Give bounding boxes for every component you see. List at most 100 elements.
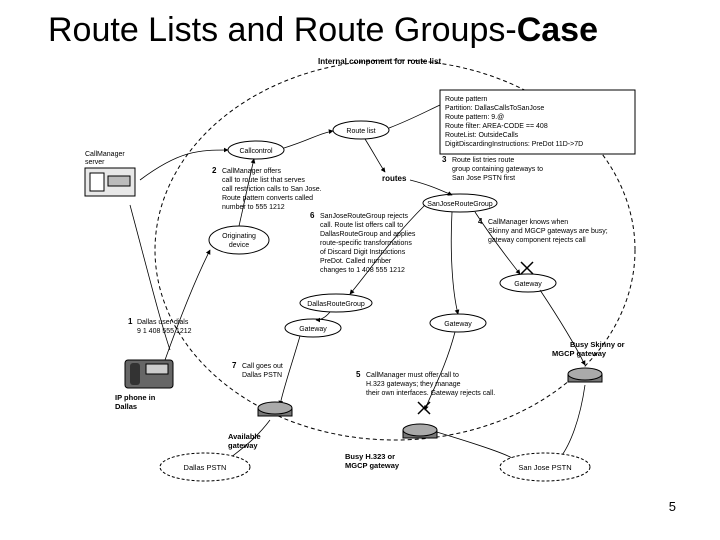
- link-h323-to-sanjose-pstn: [429, 429, 516, 461]
- arrow-device-to-callcontrol: [238, 158, 256, 227]
- routes-label: routes: [382, 174, 407, 183]
- arrow-routelist-to-routes: [364, 138, 386, 173]
- route-pattern-line: Route pattern: [445, 96, 488, 103]
- step-text: CallManager knows when: [488, 219, 568, 226]
- route-pattern-line: Route filter: AREA-CODE == 408: [445, 123, 548, 130]
- originating-device-label: Originating: [222, 233, 256, 240]
- rejected-x-icon: [417, 401, 431, 415]
- arrow-phone-to-device: [164, 249, 211, 361]
- arrow-sanjose-to-gateway-mid: [450, 211, 460, 315]
- rejected-x-icon: [520, 261, 534, 275]
- dallas-pstn-label: Dallas PSTN: [184, 463, 227, 472]
- arrow-gateway-to-h323: [424, 331, 456, 411]
- arrow-server-to-callcontrol: [139, 147, 229, 181]
- arrow-sanjose-to-dallas-group: [349, 204, 426, 295]
- step-text: San Jose PSTN first: [452, 175, 515, 182]
- step-1-note: 1 Dallas user dials 9 1 408 555 1212: [128, 317, 192, 335]
- step-6-note: 6 SanJoseRouteGroup rejects call. Route …: [310, 211, 416, 274]
- flow-arrows: [129, 104, 586, 461]
- gateway-mid-node: Gateway: [429, 313, 487, 333]
- busy-skinny-label: Busy Skinny or: [570, 340, 625, 349]
- step-text: group containing gateways to: [452, 166, 543, 173]
- callcontrol-label: Callcontrol: [239, 148, 273, 155]
- route-pattern-line: Route pattern: 9.@: [445, 114, 504, 121]
- step-text: Skinny and MGCP gateways are busy;: [488, 228, 608, 235]
- step-number: 4: [478, 217, 483, 226]
- link-skinny-to-sanjose-pstn: [559, 384, 586, 459]
- step-text: call to route list that serves: [222, 177, 305, 184]
- arrow-gateway-to-available: [278, 335, 301, 406]
- step-text: SanJoseRouteGroup rejects: [320, 213, 408, 220]
- arrow-routes-to-sanjose: [409, 179, 453, 196]
- route-list-label: Route list: [346, 128, 375, 135]
- step-4-note: 4 CallManager knows when Skinny and MGCP…: [478, 217, 608, 244]
- step-text: Route pattern converts called: [222, 195, 313, 202]
- sanjose-pstn-cloud: San Jose PSTN: [499, 452, 591, 482]
- arrow-server-to-phone: [129, 204, 171, 351]
- busy-skinny-router-icon: Busy Skinny or MGCP gateway: [552, 340, 625, 383]
- diagram-title: Internal component for route list: [318, 57, 441, 66]
- step-text: CallManager must offer call to: [366, 372, 459, 379]
- step-text: CallManager offers: [222, 168, 282, 175]
- step-text: Call goes out: [242, 363, 283, 370]
- gateway-right-label: Gateway: [514, 281, 542, 288]
- ip-phone-label: IP phone in: [115, 393, 156, 402]
- step-text: call restriction calls to San Jose.: [222, 186, 322, 193]
- ip-phone-icon: IP phone in Dallas: [115, 359, 174, 411]
- slide-title-text: Route Lists and Route Groups-: [48, 11, 517, 49]
- step-text: changes to 1 408 555 1212: [320, 267, 405, 274]
- arrow-routelist-to-pattern: [388, 104, 441, 129]
- step-number: 2: [212, 166, 217, 175]
- step-text: their own interfaces. Gateway rejects ca…: [366, 390, 495, 397]
- step-number: 1: [128, 317, 133, 326]
- step-5-note: 5 CallManager must offer call to H.323 g…: [356, 370, 495, 397]
- step-text: of Discard Digit Instructions: [320, 249, 406, 256]
- busy-h323-label: Busy H.323 or: [345, 452, 395, 461]
- route-pattern-line: RouteList: OutsideCalls: [445, 132, 519, 139]
- sanjose-route-group-node: SanJoseRouteGroup: [422, 193, 498, 213]
- step-number: 5: [356, 370, 361, 379]
- arrow-sanjose-to-gateway-right: [474, 211, 521, 275]
- ip-phone-label: Dallas: [115, 402, 137, 411]
- callmanager-server-label: CallManager: [85, 151, 125, 158]
- available-gateway-label: Available: [228, 432, 261, 441]
- gateway-left-node: Gateway: [284, 318, 342, 338]
- step-text: PreDot. Called number: [320, 258, 392, 265]
- available-gateway-label: gateway: [228, 441, 258, 450]
- step-number: 3: [442, 155, 447, 164]
- page-number: 5: [668, 499, 676, 514]
- dallas-route-group-node: DallasRouteGroup: [299, 293, 373, 313]
- step-text: route-specific transformations: [320, 240, 412, 247]
- step-number: 7: [232, 361, 237, 370]
- step-2-note: 2 CallManager offers call to route list …: [212, 166, 322, 211]
- internal-component-boundary: [154, 59, 636, 441]
- dallas-route-group-label: DallasRouteGroup: [307, 301, 365, 308]
- route-pattern-box: Route pattern Partition: DallasCallsToSa…: [439, 89, 636, 155]
- step-text: 9 1 408 555 1212: [137, 328, 192, 335]
- callcontrol-node: Callcontrol: [227, 140, 285, 160]
- originating-device-node: Originating device: [208, 225, 270, 255]
- step-7-note: 7 Call goes out Dallas PSTN: [232, 361, 283, 379]
- slide-title-emphasis: Case: [516, 11, 598, 49]
- gateway-right-node: Gateway: [499, 273, 557, 293]
- sanjose-route-group-label: SanJoseRouteGroup: [427, 201, 492, 208]
- step-text: call. Route list offers call to: [320, 222, 403, 229]
- available-gateway-router-icon: Available gateway: [228, 401, 293, 450]
- callmanager-server-label: server: [85, 159, 105, 166]
- step-text: Dallas user dials: [137, 319, 189, 326]
- sanjose-pstn-label: San Jose PSTN: [518, 463, 571, 472]
- route-list-node: Route list: [332, 120, 390, 140]
- step-text: H.323 gateways; they manage: [366, 381, 461, 388]
- route-pattern-line: Partition: DallasCallsToSanJose: [445, 105, 544, 112]
- originating-device-label: device: [229, 242, 249, 249]
- step-text: gateway component rejects call: [488, 237, 586, 244]
- busy-skinny-label: MGCP gateway: [552, 349, 607, 358]
- step-number: 6: [310, 211, 315, 220]
- gateway-left-label: Gateway: [299, 326, 327, 333]
- dallas-pstn-cloud: Dallas PSTN: [159, 452, 251, 482]
- route-pattern-line: DigitDiscardingInstructions: PreDot 11D-…: [445, 141, 583, 148]
- arrow-dallas-group-to-gateway: [315, 311, 331, 323]
- step-text: DallasRouteGroup and applies: [320, 231, 416, 238]
- gateway-mid-label: Gateway: [444, 321, 472, 328]
- step-text: Route list tries route: [452, 157, 514, 164]
